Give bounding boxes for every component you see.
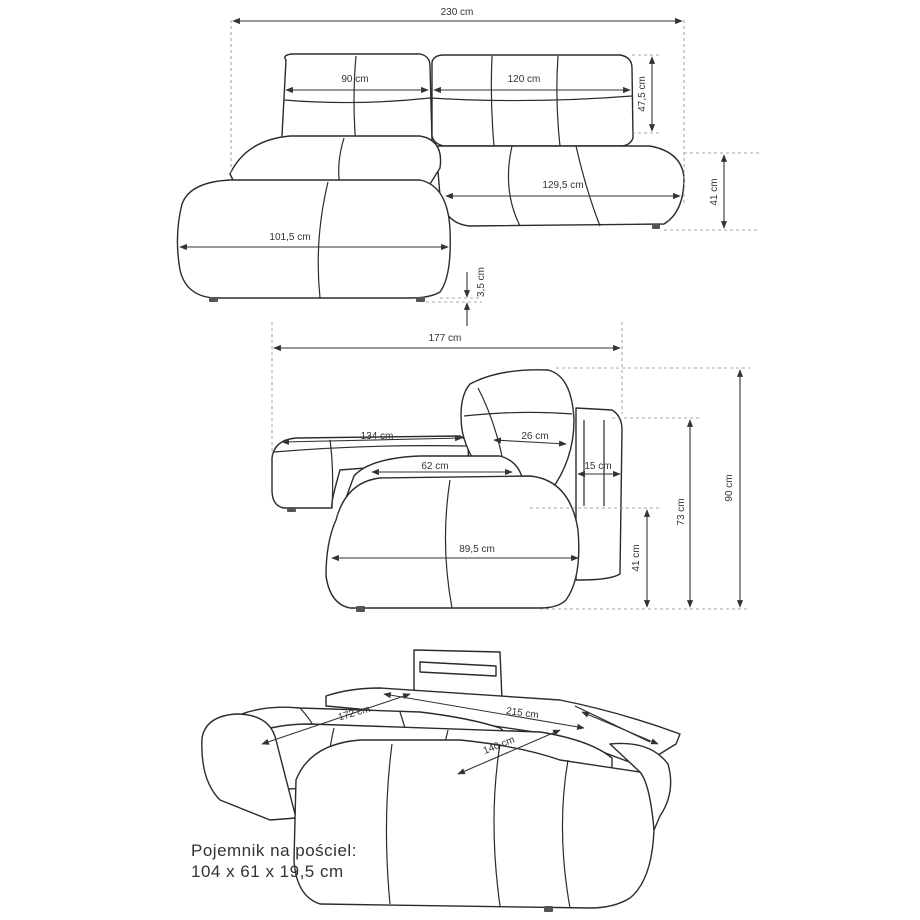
side-view-sofa	[271, 369, 623, 612]
dim-seat-inner-label: 62 cm	[421, 461, 448, 472]
dim-depth-label: 177 cm	[429, 333, 462, 344]
dim-chaise-length-label: 101,5 cm	[269, 232, 310, 243]
dim-chaise-depth-label: 134 cm	[361, 431, 394, 442]
storage-note-dimensions: 104 x 61 x 19,5 cm	[191, 862, 344, 881]
side-view-dimensions: 177 cm 134 cm 26 cm 62 cm 15 cm 89,5 cm …	[271, 322, 750, 610]
dim-seat-height-label: 41 cm	[709, 178, 720, 205]
top-view-sofa	[176, 53, 685, 302]
dim-pillow-depth-label: 26 cm	[521, 431, 548, 442]
dim-backrest-thickness-label: 15 cm	[584, 461, 611, 472]
dim-side-seat-height-label: 41 cm	[631, 544, 642, 571]
storage-note: Pojemnik na pościel: 104 x 61 x 19,5 cm	[191, 840, 357, 882]
storage-note-title: Pojemnik na pościel:	[191, 841, 357, 860]
dim-leg-height-label: 3,5 cm	[476, 267, 487, 297]
dim-width-label: 230 cm	[441, 7, 474, 18]
dim-bed-215-label: 215 cm	[505, 706, 539, 721]
dim-back-right-label: 120 cm	[508, 74, 541, 85]
top-view-dimensions: 230 cm 90 cm 120 cm 47,5 cm 129,5 cm 41 …	[179, 7, 760, 326]
dim-back-height-label: 73 cm	[676, 498, 687, 525]
dim-total-height-label: 90 cm	[724, 474, 735, 501]
dim-back-left-label: 90 cm	[341, 74, 368, 85]
dim-back-height-label: 47,5 cm	[637, 76, 648, 112]
dim-seat-front-label: 89,5 cm	[459, 544, 495, 555]
dim-seat-depth-label: 129,5 cm	[542, 180, 583, 191]
